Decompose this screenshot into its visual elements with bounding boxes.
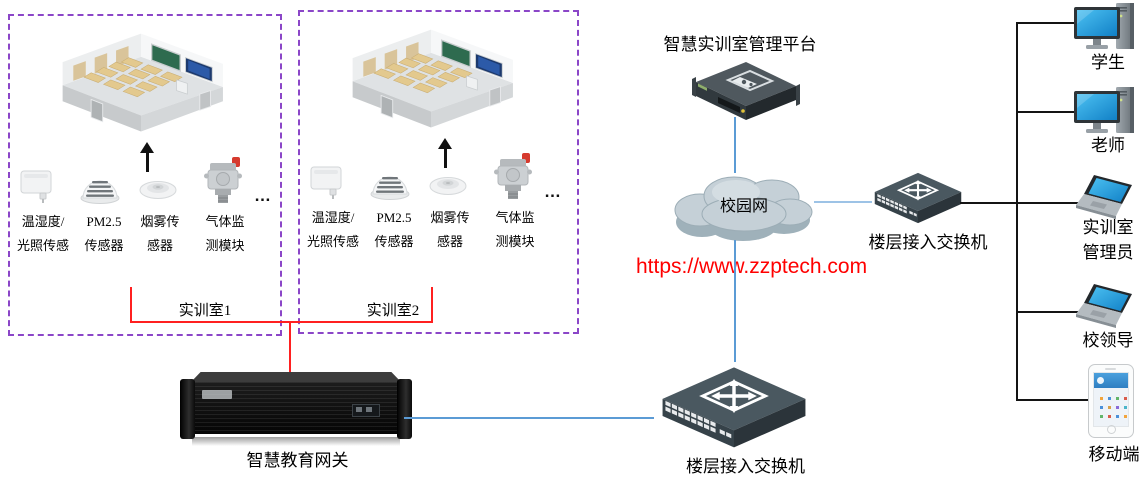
room-label: 实训室2 <box>366 303 420 319</box>
rooms-to-gateway-link <box>289 322 291 375</box>
gateway-display <box>352 404 380 417</box>
gateway-rack-ear-right <box>397 379 412 439</box>
campus-network-label: 校园网 <box>719 198 768 215</box>
client-label-mobile: 移动端 <box>1088 445 1140 464</box>
gateway-rack-ear-left <box>180 379 195 439</box>
room-label: 实训室1 <box>178 303 232 319</box>
client-label-teacher: 老师 <box>1091 136 1125 155</box>
client-label-student: 学生 <box>1091 53 1125 72</box>
clients-bus-vertical <box>1016 22 1018 401</box>
platform-label: 智慧实训室管理平台 <box>663 35 817 54</box>
classroom-illustration <box>352 29 513 128</box>
gateway-reflection <box>192 437 400 446</box>
top-switch-to-clients-link <box>960 202 1078 204</box>
teacher-desktop-icon <box>1074 87 1134 133</box>
gateway-to-bottom-switch-link <box>404 417 654 419</box>
sensors-to-room-arrow <box>438 138 452 168</box>
temp-humidity-sensor-icon <box>310 166 342 199</box>
sensor-label-smoke: 烟雾传感器 <box>430 210 470 249</box>
smoke-sensor-icon <box>429 177 467 195</box>
sensors-to-room-arrow <box>140 142 154 172</box>
room2-bracket-vertical <box>431 287 433 322</box>
server-to-cloud-link <box>734 117 736 173</box>
pm25-sensor-icon <box>80 180 120 204</box>
smoke-sensor-icon <box>139 181 177 199</box>
gateway-label: 智慧教育网关 <box>246 451 349 470</box>
more-sensors-ellipsis: … <box>544 182 562 201</box>
campus-network-cloud <box>674 176 813 241</box>
gateway-top-face <box>190 372 402 383</box>
branch-leader <box>1016 311 1078 313</box>
classroom-illustration <box>62 33 223 132</box>
client-label-lab-admin: 实训室管理员 <box>1082 218 1134 262</box>
more-sensors-ellipsis: … <box>254 186 272 205</box>
sensor-label-smoke: 烟雾传感器 <box>140 214 180 253</box>
sensor-label-temp-humidity: 温湿度/光照传感 <box>306 210 359 249</box>
sensor-label-gas: 气体监测模块 <box>205 214 245 253</box>
floor-switch-top-icon <box>874 172 962 224</box>
sensor-label-temp-humidity: 温湿度/光照传感 <box>16 214 69 253</box>
mobile-client-icon <box>1088 364 1134 438</box>
branch-teacher <box>1016 111 1078 113</box>
platform-server-icon <box>692 62 800 120</box>
room1-bracket-vertical <box>130 287 132 322</box>
watermark-url: https://www.zzptech.com <box>636 255 868 278</box>
sensor-label-gas: 气体监测模块 <box>495 210 535 249</box>
floor-switch-bottom-label: 楼层接入交换机 <box>686 457 805 476</box>
lab-admin-laptop-icon <box>1076 175 1132 219</box>
floor-switch-bottom-icon <box>662 367 806 448</box>
cloud-to-top-switch-link <box>814 201 872 203</box>
gas-monitor-icon <box>204 157 242 203</box>
smart-education-gateway-device <box>180 372 412 446</box>
rooms-bracket-horizontal <box>130 321 433 323</box>
floor-switch-top-label: 楼层接入交换机 <box>868 233 988 252</box>
branch-student <box>1016 22 1078 24</box>
client-label-school-leader: 校领导 <box>1082 331 1134 350</box>
pm25-sensor-icon <box>370 176 410 200</box>
cloud-to-bottom-switch-link <box>734 240 736 362</box>
gas-monitor-icon <box>494 153 532 199</box>
school-leader-laptop-icon <box>1076 284 1132 328</box>
gateway-brand-logo <box>202 390 232 399</box>
student-desktop-icon <box>1074 3 1134 49</box>
temp-humidity-sensor-icon <box>20 170 52 203</box>
branch-mobile <box>1016 399 1088 401</box>
